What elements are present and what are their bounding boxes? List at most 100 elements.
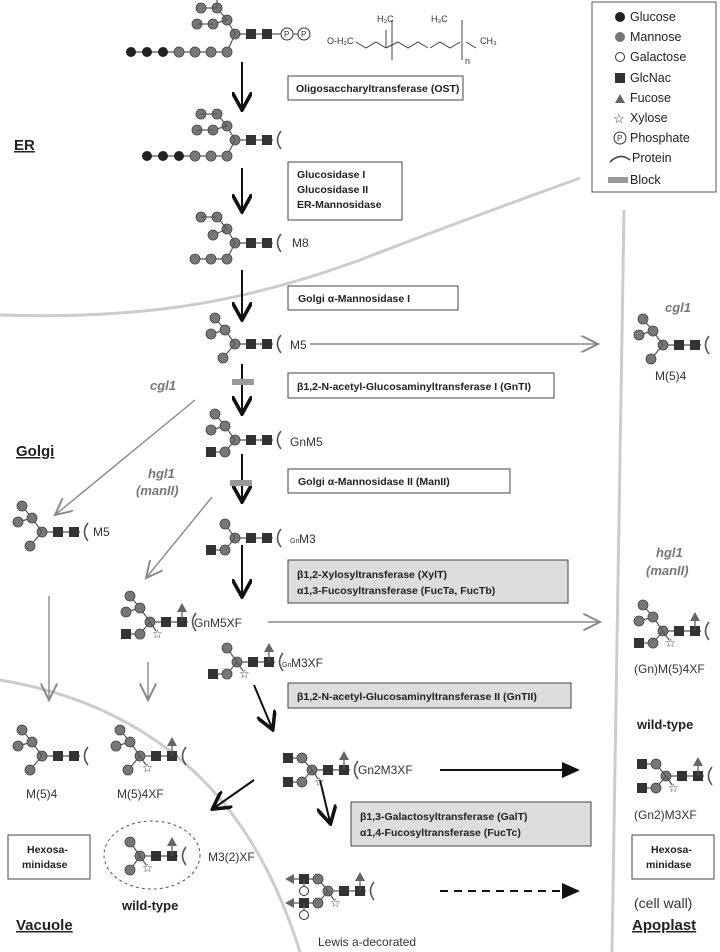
- mannose-icon: [12, 516, 24, 528]
- svg-text:Fucose: Fucose: [630, 91, 671, 105]
- enzyme-box-xylt-fucta: β1,2-Xylosyltransferase (XylT) α1,3-Fuco…: [287, 559, 569, 604]
- svg-text:Protein: Protein: [632, 151, 672, 165]
- block-bar-manII: [230, 480, 252, 486]
- glcnac-icon: [262, 238, 272, 248]
- glcnac-icon: [161, 617, 171, 627]
- glycan-er-glc3man9: [142, 108, 282, 162]
- svg-text:O-H₂C: O-H₂C: [327, 36, 354, 46]
- glcnac-icon: [262, 435, 272, 445]
- protein-icon: [191, 612, 197, 632]
- glcnac-icon: [339, 886, 349, 896]
- protein-icon: [276, 430, 282, 450]
- protein-icon: [707, 766, 713, 786]
- protein-icon: [704, 335, 710, 355]
- mannose-icon: [205, 253, 217, 265]
- mannose-icon: [124, 864, 136, 876]
- glcnac-icon: [208, 669, 218, 679]
- mannose-icon: [296, 752, 308, 764]
- mannose-icon: [16, 500, 28, 512]
- glucose-icon: [174, 151, 184, 161]
- svg-text:n: n: [465, 56, 470, 66]
- svg-text:Hexosa-: Hexosa-: [651, 844, 692, 856]
- fucose-icon: [690, 612, 700, 621]
- xylose-icon: ☆: [665, 636, 676, 650]
- glcnac-icon: [262, 29, 272, 39]
- mutant-manII: (manII): [136, 483, 179, 498]
- cell-wall-label: (cell wall): [634, 895, 692, 911]
- xylose-icon: ☆: [142, 761, 153, 775]
- mutant-manII-apoplast: (manII): [646, 563, 689, 578]
- mannose-icon: [114, 724, 126, 736]
- fucose-icon: [355, 872, 365, 881]
- label-gnm5: GnM5: [290, 435, 323, 449]
- svg-text:minidase: minidase: [646, 859, 692, 871]
- enzyme-box-ost: Oligosaccharyltransferase (OST): [287, 75, 464, 101]
- svg-text:GlcNac: GlcNac: [630, 71, 671, 85]
- legend: Glucose Mannose Galactose GlcNac Fucose …: [591, 1, 717, 193]
- galactose-icon: [299, 886, 309, 896]
- svg-text:β1,2-N-acetyl-Glucosaminyltran: β1,2-N-acetyl-Glucosaminyltransferase I …: [297, 381, 531, 393]
- glcnac-icon: [246, 339, 256, 349]
- mannose-icon: [221, 253, 233, 265]
- enzyme-box-hexosaminidase-apoplast: Hexosa- minidase: [631, 834, 715, 880]
- label-gnm5xf: GnM5XF: [194, 616, 242, 630]
- glucose-icon: [142, 151, 152, 161]
- mannose-icon: [219, 446, 231, 458]
- xylose-icon: ☆: [239, 667, 250, 681]
- glcnac-icon: [283, 777, 293, 787]
- mannose-icon: [207, 229, 219, 241]
- mannose-icon: [650, 782, 662, 794]
- mannose-icon: [209, 408, 221, 420]
- glycan-vac-m5: [12, 500, 89, 552]
- glcnac-icon: [53, 751, 63, 761]
- mannose-icon: [124, 590, 136, 602]
- svg-text:α1,4-Fucosyltransferase (FucT: α1,4-Fucosyltransferase (FucTc): [360, 827, 521, 839]
- wildtype-vacuole-label: wild-type: [121, 898, 178, 913]
- glycan-gnm5: [205, 408, 282, 458]
- glcnac-icon: [151, 851, 161, 861]
- mannose-icon: [296, 776, 308, 788]
- glycan-gnm3: [206, 518, 282, 556]
- glcnac-icon: [674, 340, 684, 350]
- enzyme-box-galt-fuctc: β1,3-Galactosyltransferase (GalT) α1,4-F…: [350, 801, 592, 847]
- compartment-vacuole: Vacuole: [16, 917, 73, 934]
- glcnac-icon: [69, 751, 79, 761]
- label-m3-sub: Gn: [290, 538, 299, 545]
- svg-text:Glucosidase II: Glucosidase II: [297, 184, 368, 196]
- main-arrows: [214, 62, 580, 899]
- mannose-icon: [16, 724, 28, 736]
- mutant-cgl1-apoplast: cgl1: [665, 300, 691, 315]
- glcnac-icon: [246, 435, 256, 445]
- protein-icon: [83, 522, 89, 542]
- mannose-icon: [637, 599, 649, 611]
- label-apo-gnm54xf: (Gn)M(5)4XF: [634, 662, 705, 676]
- glcnac-icon: [634, 638, 644, 648]
- glcnac-icon: [262, 533, 272, 543]
- label-m3: M3: [299, 532, 316, 546]
- mannose-icon: [12, 740, 24, 752]
- glcnac-icon: [246, 533, 256, 543]
- label-vac-m32xf: M3(2)XF: [208, 850, 255, 864]
- xylose-icon: ☆: [668, 781, 679, 795]
- svg-text:Golgi α-Mannosidase I: Golgi α-Mannosidase I: [298, 293, 410, 305]
- protein-icon: [181, 846, 187, 866]
- lipid-chain: O-H₂C H₃C H₃C n CH₃: [327, 14, 497, 66]
- mutant-hgl1: hgl1: [148, 466, 175, 481]
- mannose-icon: [221, 642, 233, 654]
- protein-icon: [276, 528, 282, 548]
- glucose-icon: [142, 47, 152, 57]
- glycan-vac-m54xf: ☆: [110, 724, 187, 776]
- mannose-icon: [124, 836, 136, 848]
- mannose-icon: [120, 606, 132, 618]
- glcnac-icon: [248, 657, 258, 667]
- svg-text:Xylose: Xylose: [630, 111, 668, 125]
- protein-icon: [278, 652, 284, 672]
- mannose-icon: [221, 668, 233, 680]
- mannose-icon: [219, 324, 231, 336]
- glcnac-icon: [69, 527, 79, 537]
- glcnac-icon: [674, 626, 684, 636]
- glcnac-icon: [53, 527, 63, 537]
- mannose-icon: [205, 328, 217, 340]
